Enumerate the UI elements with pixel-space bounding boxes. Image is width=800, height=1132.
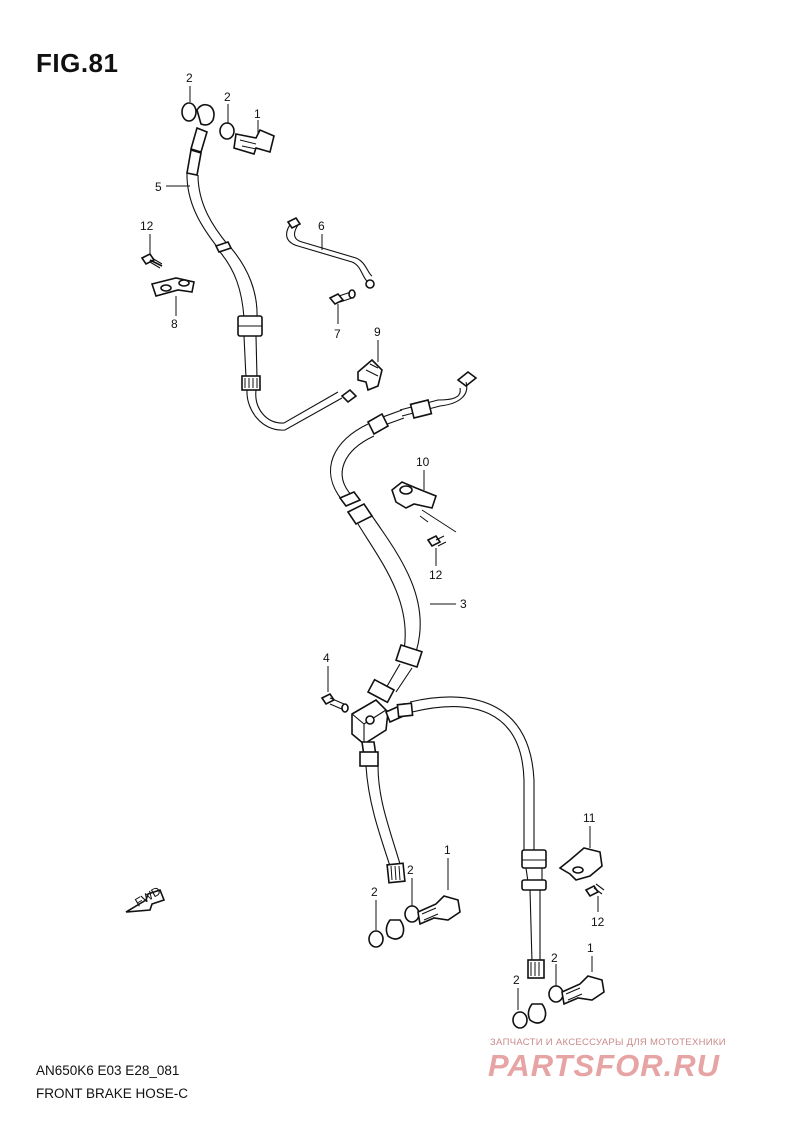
washer-top-left [181, 102, 197, 122]
clamp-11 [558, 847, 603, 881]
clamp-10-assembly [391, 481, 457, 548]
callout-1-bot: 1 [587, 941, 594, 955]
model-code: AN650K6 E03 E28_081 [36, 1063, 180, 1078]
hose-right [384, 696, 547, 979]
washer-bot-right [548, 985, 564, 1003]
clamp-11-assembly [558, 847, 605, 898]
callout-11: 11 [583, 811, 596, 825]
diagram-name: FRONT BRAKE HOSE-C [36, 1086, 189, 1101]
bolt-12-a [140, 252, 163, 267]
callout-12-b: 12 [429, 568, 443, 582]
brake-pipe-6 [286, 216, 375, 289]
callout-7: 7 [334, 327, 341, 341]
union-bolt-bot [561, 975, 605, 1006]
hose-left-lower [359, 741, 406, 884]
watermark-subtitle: ЗАПЧАСТИ И АКСЕССУАРЫ ДЛЯ МОТОТЕХНИКИ [490, 1037, 726, 1048]
callout-4: 4 [323, 651, 330, 665]
hose-3 [330, 370, 478, 704]
callout-9: 9 [374, 325, 381, 339]
clamp-9 [357, 358, 383, 392]
clamp-10 [391, 481, 437, 509]
callout-3: 3 [460, 597, 467, 611]
callout-2-top-b: 2 [224, 90, 231, 104]
callout-10: 10 [416, 455, 430, 469]
callout-12-a: 12 [140, 219, 154, 233]
figure-label: FIG.81 [36, 48, 119, 78]
union-bolt-mid [417, 895, 461, 926]
callout-12-c: 12 [591, 915, 605, 929]
banjo-fitting-mid [385, 919, 405, 940]
junction-block [351, 698, 389, 745]
callouts: 2 2 1 5 6 12 8 7 9 10 12 3 4 11 12 2 2 1… [140, 71, 605, 987]
bolt-12-b [426, 534, 442, 548]
hose-5 [186, 126, 358, 431]
banjo-fitting-bot [527, 1003, 547, 1024]
callout-2-mid-a: 2 [371, 885, 378, 899]
bolt-4 [320, 692, 349, 713]
callout-2-bot-a: 2 [513, 973, 520, 987]
leader-lines [149, 86, 599, 1010]
middle-banjo-assembly [368, 895, 461, 948]
callout-2-bot-b: 2 [551, 951, 558, 965]
watermark-logo: PARTSFOR.RU [488, 1048, 721, 1083]
callout-6: 6 [318, 219, 325, 233]
washer-mid-right [404, 905, 420, 923]
top-banjo-assembly [181, 102, 275, 155]
banjo-fitting-top [196, 103, 215, 126]
washer-top-right [219, 122, 235, 140]
fwd-arrow: FWD [125, 884, 166, 913]
callout-8: 8 [171, 317, 178, 331]
washer-bot-left [512, 1011, 528, 1029]
bolt-12-c [584, 884, 600, 898]
callout-5: 5 [155, 180, 162, 194]
callout-1-top: 1 [254, 107, 261, 121]
clamp-8-assembly [140, 252, 195, 297]
callout-2-top-a: 2 [186, 71, 193, 85]
bottom-banjo-assembly [512, 975, 605, 1029]
washer-mid-left [368, 930, 384, 948]
callout-2-mid-b: 2 [407, 863, 414, 877]
union-bolt-top [233, 128, 275, 155]
callout-1-mid: 1 [444, 843, 451, 857]
bolt-7 [328, 289, 356, 305]
